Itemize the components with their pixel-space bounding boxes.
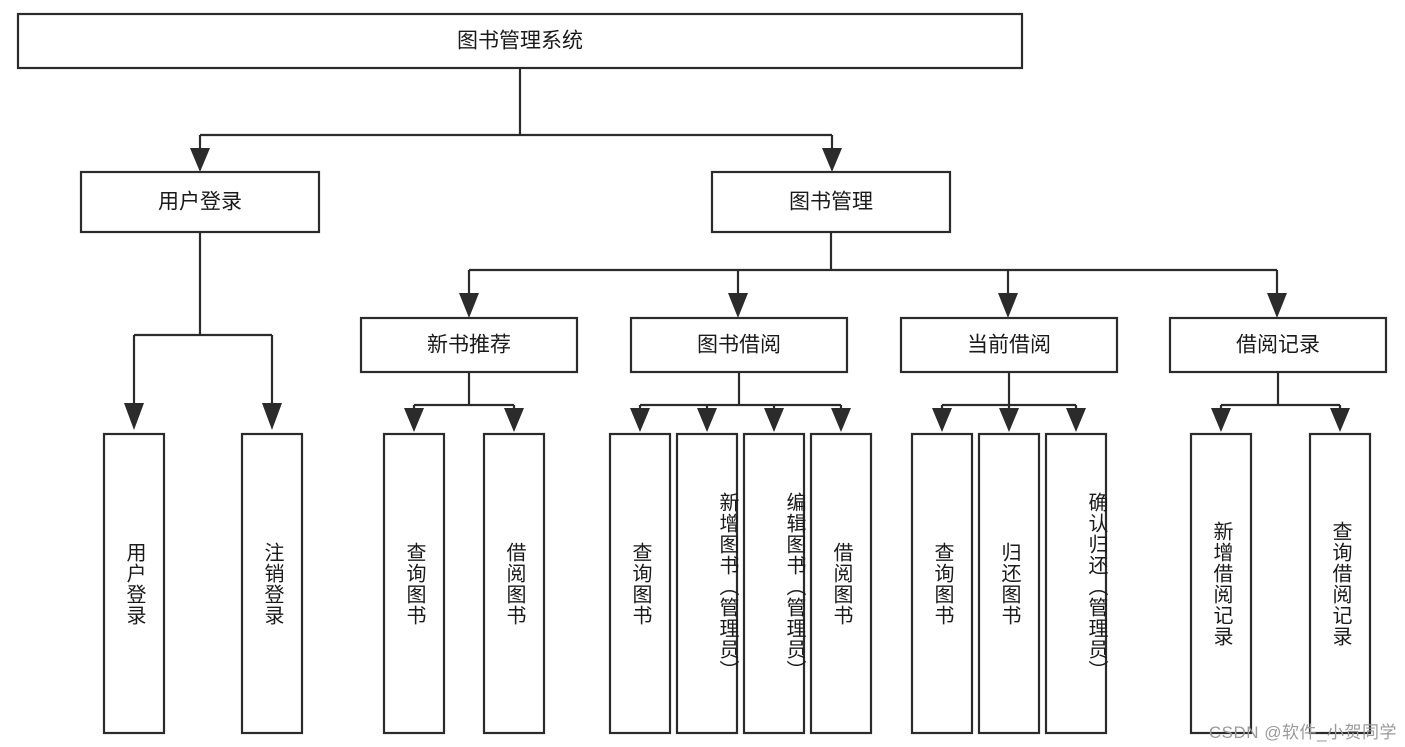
leaf-box-add-borrow-record[interactable] [1189, 432, 1253, 735]
node-new-book-recommend[interactable]: 新书推荐 [359, 316, 579, 374]
leaf-box-logout[interactable] [240, 432, 304, 735]
leaf-box-add-book-admin[interactable] [675, 432, 739, 735]
node-book-management[interactable]: 图书管理 [710, 170, 952, 234]
arrow-head-icon [1211, 408, 1231, 432]
leaf-box-query-book-recommend[interactable] [382, 432, 446, 735]
arrow-head-icon [190, 148, 210, 172]
arrow-head-icon [504, 408, 524, 432]
arrow-head-icon [459, 293, 479, 318]
node-borrow-record[interactable]: 借阅记录 [1168, 316, 1388, 374]
node-user-login-label: 用户登录 [158, 191, 242, 214]
node-current-borrow-label: 当前借阅 [967, 334, 1051, 357]
arrow-head-icon [1066, 408, 1086, 432]
leaf-box-borrow-book-recommend[interactable] [482, 432, 546, 735]
node-root-system-label: 图书管理系统 [457, 30, 583, 53]
node-borrow-record-label: 借阅记录 [1236, 334, 1320, 357]
leaf-box-query-book-current[interactable] [910, 432, 974, 735]
node-book-borrow-label: 图书借阅 [697, 334, 781, 357]
arrow-head-icon [697, 408, 717, 432]
node-book-borrow-box[interactable] [629, 316, 849, 374]
node-borrow-record-box[interactable] [1168, 316, 1388, 374]
node-user-login[interactable]: 用户登录 [79, 170, 321, 234]
leaf-box-return-book[interactable] [977, 432, 1041, 735]
leaf-box-confirm-return-admin[interactable] [1044, 432, 1108, 735]
node-new-book-recommend-label: 新书推荐 [427, 334, 511, 357]
arrow-head-icon [999, 408, 1019, 432]
leaf-box-user-login[interactable] [102, 432, 166, 735]
arrow-head-icon [764, 408, 784, 432]
node-book-management-label: 图书管理 [789, 191, 873, 214]
node-book-management-box[interactable] [710, 170, 952, 234]
arrow-head-icon [932, 408, 952, 432]
node-new-book-recommend-box[interactable] [359, 316, 579, 374]
node-book-borrow[interactable]: 图书借阅 [629, 316, 849, 374]
arrow-head-icon [728, 293, 748, 318]
leaf-box-borrow-book[interactable] [809, 432, 873, 735]
arrow-head-icon [630, 408, 650, 432]
arrow-head-icon [822, 148, 842, 172]
arrow-head-icon [124, 403, 144, 430]
arrow-head-icon [1330, 408, 1350, 432]
node-root-system-box[interactable] [16, 12, 1024, 70]
leaf-box-edit-book-admin[interactable] [742, 432, 806, 735]
arrow-head-icon [831, 408, 851, 432]
arrow-head-icon [1267, 293, 1287, 318]
arrow-head-icon [998, 293, 1018, 318]
arrow-head-icon [262, 403, 282, 430]
node-current-borrow-box[interactable] [899, 316, 1119, 374]
leaf-box-query-book-borrow[interactable] [608, 432, 672, 735]
node-current-borrow[interactable]: 当前借阅 [899, 316, 1119, 374]
node-root-system[interactable]: 图书管理系统 [16, 12, 1024, 70]
leaf-box-query-borrow-record[interactable] [1308, 432, 1372, 735]
arrow-head-icon [404, 408, 424, 432]
csdn-watermark: CSDN @软件_小贺同学 [1208, 723, 1397, 742]
